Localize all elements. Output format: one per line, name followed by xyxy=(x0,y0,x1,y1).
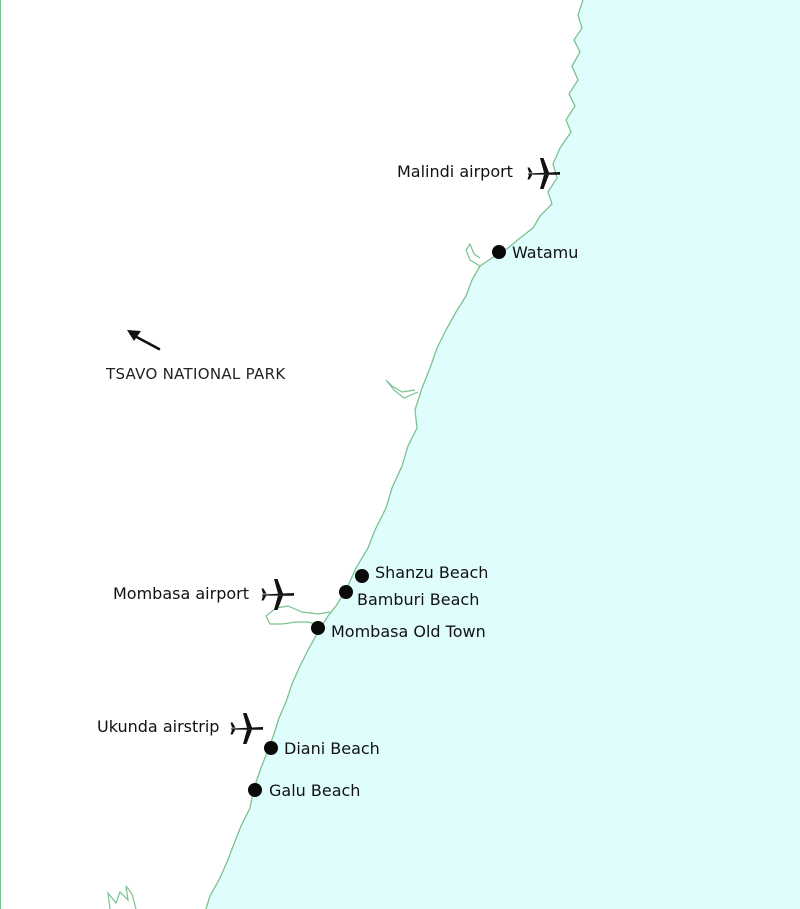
place-marker-bamburi-beach xyxy=(339,585,353,599)
place-label-bamburi-beach: Bamburi Beach xyxy=(357,590,480,609)
place-marker-shanzu-beach xyxy=(355,569,369,583)
place-marker-galu-beach xyxy=(248,783,262,797)
airport-label-malindi: Malindi airport xyxy=(397,162,513,181)
place-marker-diani-beach xyxy=(264,741,278,755)
airport-label-mombasa: Mombasa airport xyxy=(113,584,249,603)
place-label-diani-beach: Diani Beach xyxy=(284,739,380,758)
watamu-creek xyxy=(465,242,481,267)
airport-label-ukunda: Ukunda airstrip xyxy=(97,717,220,736)
place-label-mombasa-old-town: Mombasa Old Town xyxy=(331,622,486,641)
tsavo-national-park-label: TSAVO NATIONAL PARK xyxy=(106,365,286,383)
place-marker-watamu xyxy=(492,245,506,259)
mida-creek xyxy=(385,379,419,399)
airplane-icon xyxy=(261,579,294,610)
place-marker-mombasa-old-town xyxy=(311,621,325,635)
place-label-shanzu-beach: Shanzu Beach xyxy=(375,563,489,582)
mombasa-inlet xyxy=(265,605,331,625)
airplane-icon xyxy=(230,713,263,744)
southern-inlet xyxy=(107,885,137,909)
sea-area xyxy=(206,0,800,909)
arrow-up-left-icon xyxy=(127,330,161,351)
place-label-watamu: Watamu xyxy=(512,243,579,262)
airplane-icon xyxy=(527,158,560,189)
place-label-galu-beach: Galu Beach xyxy=(269,781,361,800)
